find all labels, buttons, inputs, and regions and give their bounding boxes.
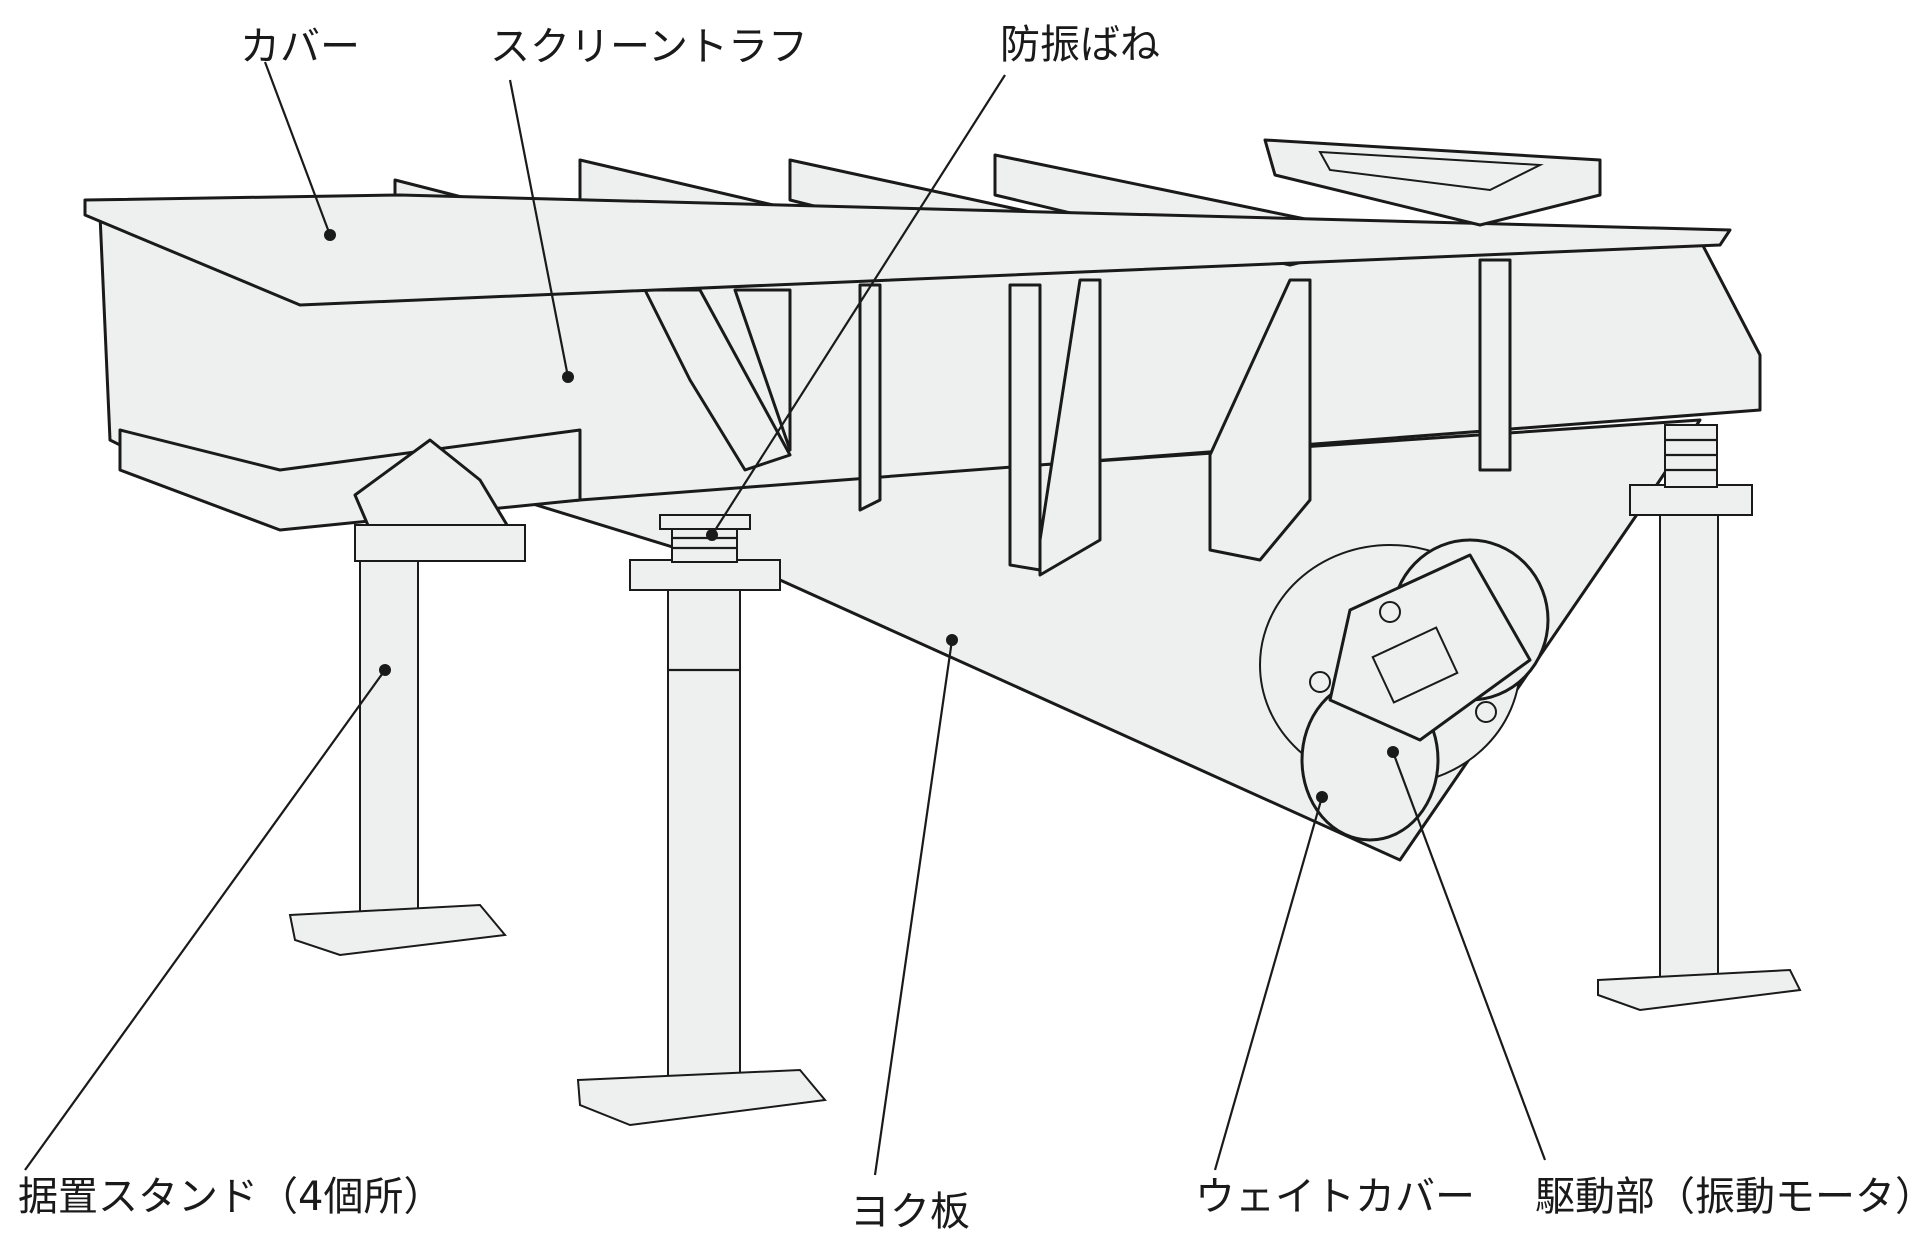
cover-shape — [83, 193, 1732, 307]
drive-unit-shape — [1259, 538, 1550, 842]
label-cover: カバー — [240, 24, 360, 70]
leader-lines — [24, 61, 1547, 1176]
stand-left — [288, 524, 526, 957]
leader-drive-unit — [1391, 751, 1547, 1161]
label-weight-cover: ウェイトカバー — [1195, 1174, 1475, 1220]
stand-middle — [576, 514, 827, 1127]
leader-cover — [263, 61, 332, 236]
leader-vibration-spring — [711, 74, 1006, 536]
label-yoke-plate: ヨク板 — [850, 1189, 970, 1235]
leader-stand — [24, 669, 386, 1171]
label-vibration-spring: 防振ばね — [1000, 22, 1160, 68]
screen-trough-body — [83, 138, 1762, 577]
leader-weight-cover — [1213, 796, 1324, 1171]
stand-right — [1597, 424, 1802, 1012]
label-drive-unit: 駆動部（振動モータ） — [1535, 1174, 1920, 1220]
leader-yoke-plate — [873, 639, 954, 1176]
label-screen-trough: スクリーントラフ — [490, 24, 808, 70]
vibration-spring-shape — [659, 514, 751, 563]
label-stand: 据置スタンド（4個所） — [18, 1174, 443, 1220]
leader-screen-trough — [508, 79, 570, 378]
